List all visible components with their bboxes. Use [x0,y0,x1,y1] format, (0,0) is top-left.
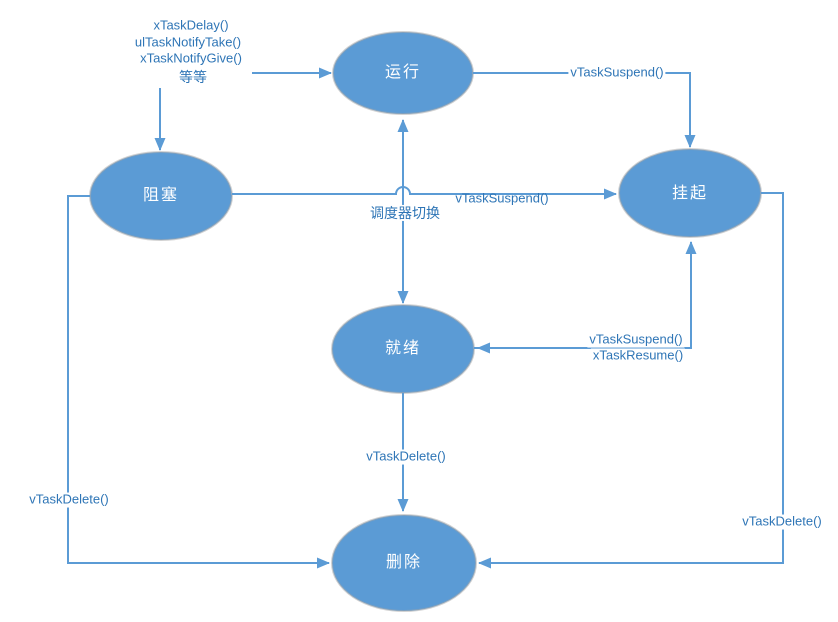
edge-blocked-to-deleted [67,195,330,569]
edge-blocked-to-suspended [232,186,617,200]
label-vtasksuspend-mid: vTaskSuspend() [455,190,549,206]
state-running-label: 运行 [384,63,422,81]
label-xtaskresume-right: xTaskResume() [590,347,686,364]
label-scheduler-switch: 调度器切换 [368,204,442,222]
label-vtaskdelete-right: vTaskDelete() [740,513,824,530]
api-block-line-4: 等等 [179,68,207,85]
label-vtaskdelete-center: vTaskDelete() [364,448,448,465]
label-vtasksuspend-right: vTaskSuspend() [587,331,685,348]
label-vtasksuspend-top: vTaskSuspend() [568,64,666,81]
edge-suspended-to-ready [477,242,692,354]
api-block-line-2: ulTaskNotifyTake() [134,34,242,50]
edge-running-to-suspended [473,72,696,148]
edge-suspended-to-deleted [478,192,784,569]
state-suspended-label: 挂起 [671,184,709,202]
api-block-line-1: xTaskDelay() [153,17,229,33]
state-ready-label: 就绪 [384,339,422,357]
state-blocked-label: 阻塞 [142,186,180,204]
label-vtaskdelete-left: vTaskDelete() [27,491,111,508]
api-block-line-3: xTaskNotifyGive() [140,50,242,66]
state-deleted-shape [331,514,477,612]
state-deleted-label: 删除 [385,553,423,571]
